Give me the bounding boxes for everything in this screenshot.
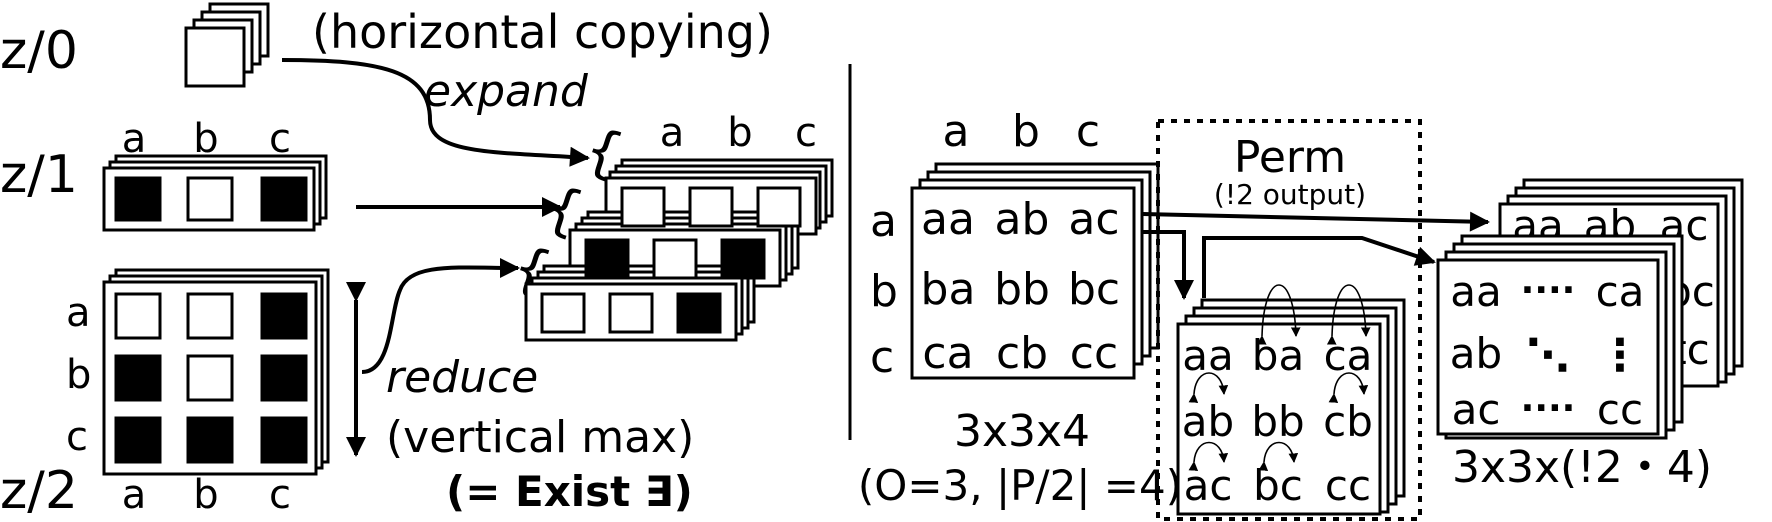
pair-cell: cb	[996, 328, 1048, 379]
out-cell: ab	[1450, 329, 1502, 378]
z2-col-c: c	[269, 472, 291, 518]
pair-cell: aa	[921, 194, 975, 245]
empty-cell	[620, 186, 666, 228]
level-label-z0: z/0	[0, 21, 78, 81]
empty-cell	[652, 238, 698, 280]
z2-col-a: a	[122, 472, 147, 518]
out-col-b: b	[727, 110, 752, 156]
out-cell: aa	[1450, 267, 1501, 316]
out-front-grid: aa ···· ca ab ⋱ ⋮ ac ···· cc	[1450, 267, 1645, 434]
pair-row-a: a	[870, 196, 897, 247]
perm-cell: bc	[1253, 461, 1303, 510]
empty-cell	[540, 292, 586, 334]
out-cell: ····	[1521, 270, 1576, 311]
reduce-label: reduce	[386, 352, 538, 403]
filled-cell	[114, 416, 162, 464]
perm-title: Perm	[1234, 132, 1346, 183]
z0-stack	[184, 2, 270, 88]
z2-row-b: b	[66, 352, 91, 398]
copy-label: (horizontal copying)	[312, 5, 773, 59]
empty-cell	[756, 186, 802, 228]
pair-col-a: a	[943, 106, 970, 157]
pair-dims-sub: (O=3, |P/2| =4)	[858, 461, 1182, 510]
perm-out-arrow	[1202, 236, 1436, 298]
out-col-c: c	[795, 110, 817, 156]
perm-sub: (!2 output)	[1214, 178, 1366, 211]
z1-cells	[114, 176, 308, 222]
perm-cell: ac	[1184, 461, 1233, 510]
z2-cells	[114, 292, 308, 464]
filled-cell	[676, 292, 722, 334]
pair-stack	[910, 162, 1160, 380]
filled-cell	[260, 292, 308, 340]
swap-arcs	[1188, 284, 1371, 471]
empty-cell	[186, 354, 234, 402]
z1-col-c: c	[269, 116, 291, 162]
pair-cell: cc	[1070, 328, 1118, 379]
z2-col-b: b	[193, 472, 218, 518]
pair-cell: ab	[995, 194, 1050, 245]
filled-cell	[114, 176, 162, 222]
level-label-z1: z/1	[0, 145, 78, 205]
level-label-z2: z/2	[0, 461, 78, 521]
out-cell: ····	[1521, 388, 1576, 429]
perm-down-arrow	[1142, 230, 1194, 300]
pair-dims-label: 3x3x4	[954, 406, 1090, 457]
pair-row-b: b	[870, 266, 898, 317]
pair-cell: ba	[921, 264, 976, 315]
perm-box	[1156, 119, 1422, 521]
perm-cell: ab	[1182, 397, 1234, 446]
z2-row-c: c	[66, 414, 88, 460]
out-cell: ⋮	[1598, 330, 1642, 381]
filled-cell	[260, 176, 308, 222]
pair-row-c: c	[870, 332, 894, 383]
perm-cell: ba	[1252, 331, 1304, 380]
perm-cell: cb	[1323, 397, 1373, 446]
out-cell: ⋱	[1526, 330, 1570, 381]
filled-cell	[584, 238, 630, 280]
perm-cell: bb	[1251, 397, 1304, 446]
expand-arrow	[281, 58, 590, 167]
z1-col-a: a	[122, 116, 147, 162]
empty-cell	[186, 292, 234, 340]
empty-cell	[608, 292, 654, 334]
pair-col-b: b	[1012, 106, 1040, 157]
out-cell: ac	[1452, 385, 1501, 434]
filled-cell	[260, 354, 308, 402]
pair-cell: ca	[922, 328, 973, 379]
out-dims-label: 3x3x(!2・4)	[1452, 442, 1712, 493]
vmax-label: (vertical max)	[386, 412, 694, 463]
pair-cell: bb	[994, 264, 1050, 315]
reduce-arrow	[361, 257, 520, 374]
empty-cell	[114, 292, 162, 340]
perm-cell: aa	[1182, 331, 1233, 380]
z2-row-a: a	[66, 290, 91, 336]
pair-cell: bc	[1068, 264, 1120, 315]
empty-cell	[186, 176, 234, 222]
empty-cell	[688, 186, 734, 228]
filled-cell	[720, 238, 766, 280]
copy-arrow-right	[1141, 211, 1490, 232]
filled-cell	[260, 416, 308, 464]
filled-cell	[114, 354, 162, 402]
exist-label: (= Exist ∃)	[446, 467, 693, 516]
filled-cell	[186, 416, 234, 464]
out-cells	[540, 186, 802, 334]
out-front-stack	[1436, 234, 1684, 440]
perm-cell: cc	[1325, 461, 1371, 510]
pair-col-c: c	[1076, 106, 1100, 157]
out-cell: cc	[1597, 385, 1643, 434]
pair-grid: aa ab ac ba bb bc ca cb cc	[921, 194, 1121, 379]
pair-cell: ac	[1068, 194, 1119, 245]
out-col-a: a	[660, 110, 685, 156]
out-cell: ca	[1596, 267, 1645, 316]
z1-col-b: b	[193, 116, 218, 162]
perm-grid: aa ba ca ab bb cb ac bc cc	[1182, 331, 1373, 510]
expand-label: expand	[424, 66, 589, 117]
